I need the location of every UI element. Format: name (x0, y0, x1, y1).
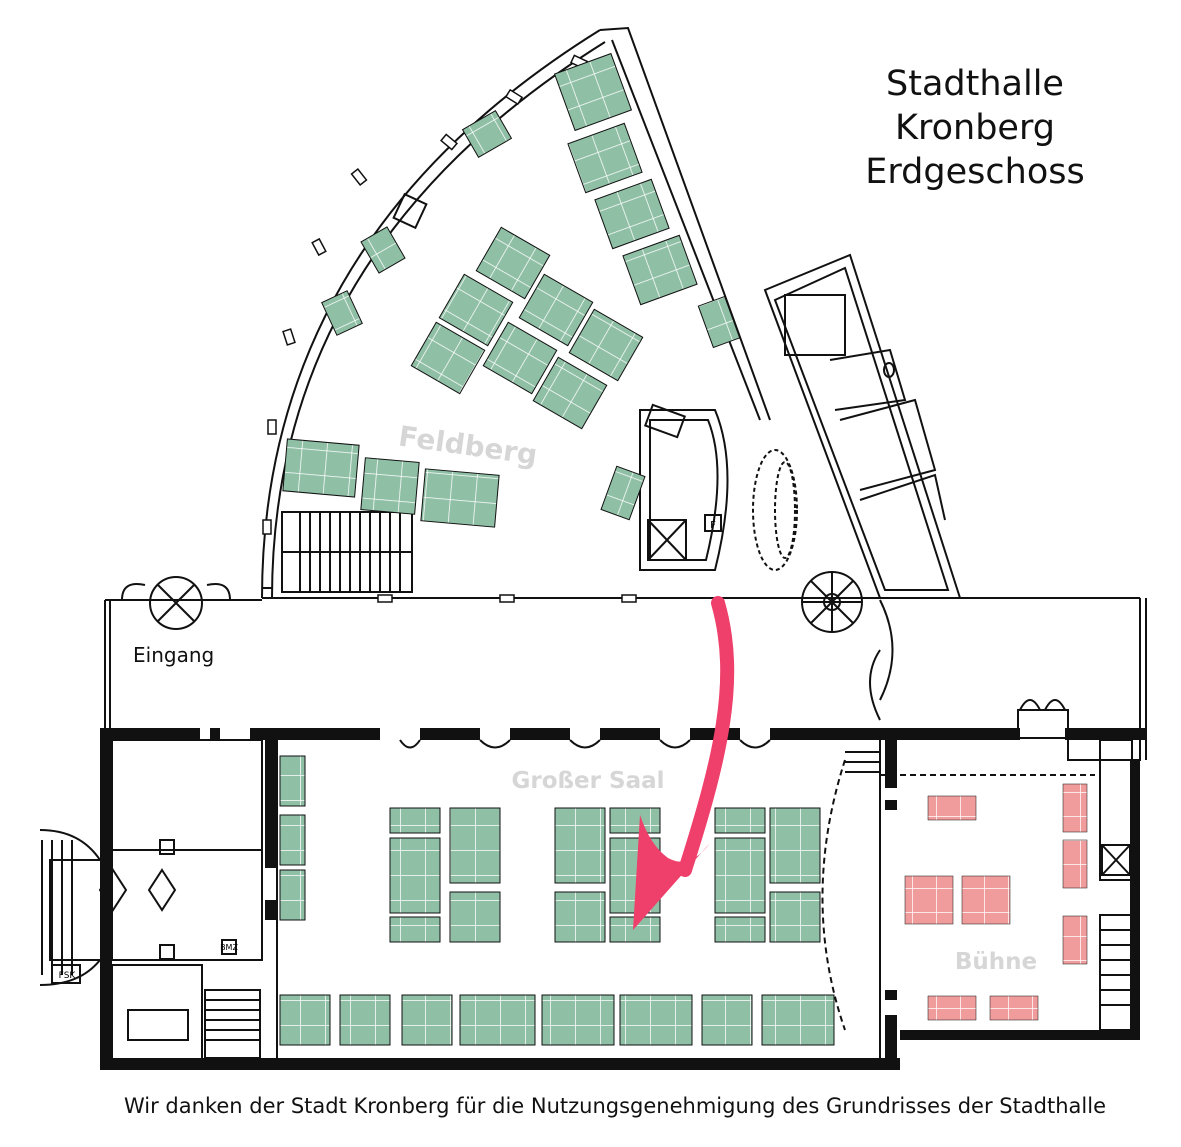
stage-table (904, 875, 954, 925)
foyer-walls (104, 576, 1147, 760)
feldberg-table (482, 321, 558, 395)
saal-table (449, 807, 501, 884)
feldberg-tables (282, 52, 741, 528)
saal-table (769, 807, 821, 884)
stage-table (1062, 783, 1088, 833)
direction-arrow (633, 596, 735, 930)
saal-table (459, 994, 536, 1046)
saal-table (389, 807, 441, 834)
fsk-label: FSK (59, 971, 77, 981)
feldberg-table (321, 290, 363, 336)
bmz-label: BMZ (220, 943, 238, 952)
saal-table (389, 916, 441, 943)
feldberg-table (360, 457, 420, 515)
feldberg-table (600, 465, 646, 521)
feldberg-table (594, 178, 670, 250)
fire-label: F (710, 520, 716, 531)
saal-table (761, 994, 835, 1046)
stage-table (989, 995, 1039, 1021)
saal-table (389, 837, 441, 914)
saal-tables (279, 755, 835, 1046)
saal-table (554, 891, 606, 943)
feldberg-table (420, 468, 500, 528)
saal-table (769, 891, 821, 943)
plan-title: Stadthalle Kronberg Erdgeschoss (855, 62, 1095, 194)
credit-caption: Wir danken der Stadt Kronberg für die Nu… (123, 1094, 1107, 1118)
feldberg-table (282, 438, 360, 498)
feldberg-table (697, 295, 741, 349)
stage-tables (904, 783, 1088, 1021)
title-line-2: Kronberg (895, 108, 1055, 148)
feldberg-table (438, 273, 514, 347)
stage-table (1062, 839, 1088, 889)
saal-table (701, 994, 753, 1046)
saal-table (401, 994, 453, 1046)
feldberg-table (568, 308, 644, 382)
feldberg-table (475, 226, 551, 300)
saal-table (449, 891, 501, 943)
feldberg-table (532, 356, 608, 430)
saal-table (279, 869, 306, 921)
title-line-1: Stadthalle (886, 64, 1064, 104)
eingang-label: Eingang (133, 643, 215, 667)
saal-table (619, 994, 693, 1046)
title-line-3: Erdgeschoss (865, 152, 1085, 192)
saal-table (714, 916, 766, 943)
feldberg-table (567, 122, 643, 194)
foyer-notches (377, 594, 637, 603)
stage-table (927, 795, 977, 821)
stage-table (927, 995, 977, 1021)
feldberg-table (553, 52, 633, 132)
feldberg-table (518, 273, 594, 347)
saal-table (714, 807, 766, 834)
feldberg-table (410, 321, 486, 395)
saal-inner-lines (39, 709, 1141, 1061)
feldberg-table (622, 234, 698, 306)
saal-table (279, 814, 306, 866)
stage-table (1062, 915, 1088, 965)
saal-table (279, 755, 306, 807)
saal-table (279, 994, 331, 1046)
buehne-label: Bühne (955, 949, 1037, 975)
service-wing-walls (752, 253, 962, 633)
feldberg-table (360, 226, 406, 274)
feldberg-table (461, 109, 513, 159)
saal-table (609, 807, 661, 834)
window-notches (262, 54, 589, 535)
saal-table (541, 994, 615, 1046)
saal-table (554, 807, 606, 884)
stage-table (961, 875, 1011, 925)
grosser-saal-label: Großer Saal (511, 768, 664, 794)
saal-table (714, 837, 766, 914)
saal-table (339, 994, 391, 1046)
